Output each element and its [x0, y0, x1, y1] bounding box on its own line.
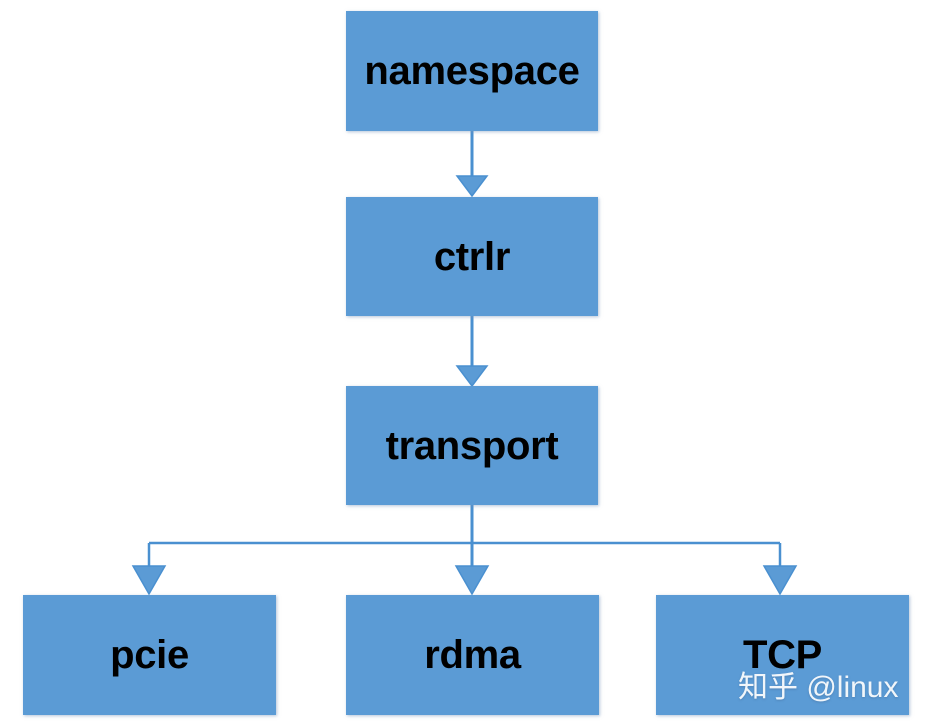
node-rdma-label: rdma — [424, 633, 521, 677]
node-namespace[interactable]: namespace — [346, 11, 598, 131]
edge-transport-to-tcp — [762, 565, 798, 596]
edge-ctrlr-to-transport — [455, 316, 489, 388]
node-tcp[interactable]: TCP — [656, 595, 909, 715]
edge-transport-to-pcie — [131, 565, 167, 596]
node-tcp-label: TCP — [742, 633, 823, 677]
node-ctrlr[interactable]: ctrlr — [346, 197, 598, 316]
node-pcie-label: pcie — [110, 633, 189, 677]
edge-transport-to-rdma — [454, 565, 490, 596]
node-transport[interactable]: transport — [346, 386, 598, 505]
node-namespace-label: namespace — [364, 49, 580, 93]
edge-namespace-to-ctrlr — [455, 131, 489, 198]
node-pcie[interactable]: pcie — [23, 595, 276, 715]
node-rdma[interactable]: rdma — [346, 595, 599, 715]
node-transport-label: transport — [385, 423, 559, 468]
node-ctrlr-label: ctrlr — [433, 234, 511, 279]
edge-transport-trunk — [147, 505, 782, 568]
